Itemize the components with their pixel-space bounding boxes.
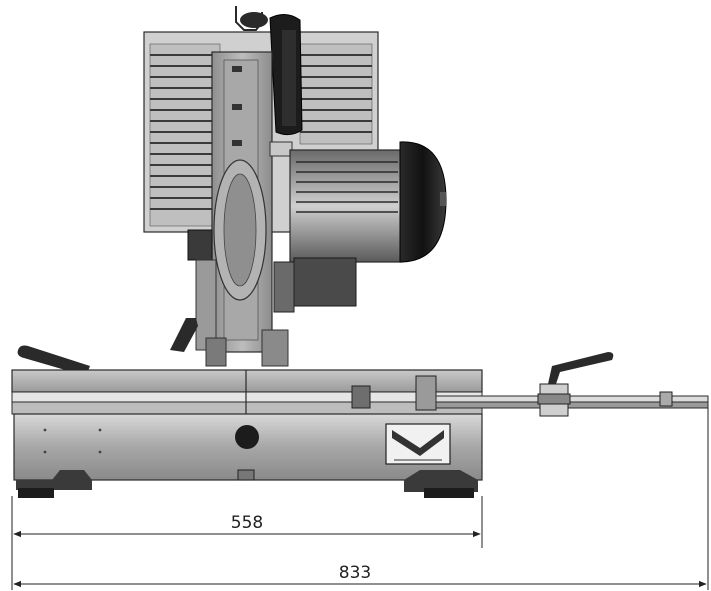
saw-handle [269,14,303,136]
feet [16,469,478,498]
top-knob [235,6,268,31]
overall-width-label: 833 [339,563,371,583]
base-width-label: 558 [231,513,263,533]
saw-base [11,369,483,481]
blade-guard [211,51,293,353]
motor [273,141,447,313]
dimension-overall-width: 833 [11,408,709,590]
brand-label-plate [385,423,451,465]
dimension-base-width: 558 [11,496,483,548]
pivot-bracket [170,229,289,367]
extension-rail [435,352,709,417]
